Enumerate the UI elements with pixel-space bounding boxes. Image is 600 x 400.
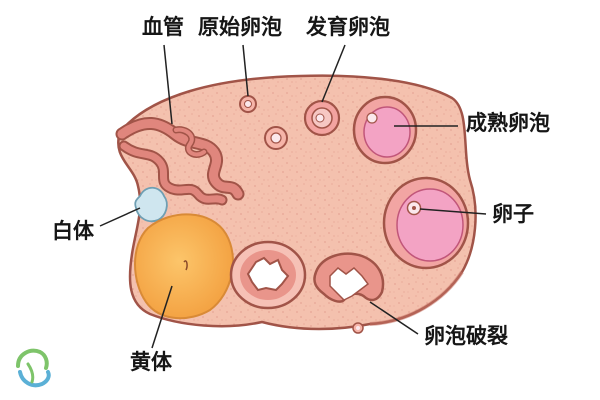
label-mature-follicle: 成熟卵泡 bbox=[466, 111, 550, 135]
label-follicle-rupture: 卵泡破裂 bbox=[424, 324, 508, 348]
corpus-albicans bbox=[134, 186, 168, 223]
label-primordial-follicle: 原始卵泡 bbox=[198, 15, 282, 39]
rupturing-follicle bbox=[313, 252, 385, 303]
leader-lines bbox=[99, 44, 487, 349]
logo-icon bbox=[16, 348, 51, 388]
label-developing-follicle: 发育卵泡 bbox=[306, 15, 390, 39]
blood-vessel bbox=[115, 117, 245, 206]
corpus-luteum bbox=[134, 213, 234, 320]
developing-follicle bbox=[303, 99, 341, 137]
label-ovum: 卵子 bbox=[492, 202, 534, 226]
label-blood-vessel: 血管 bbox=[142, 15, 184, 39]
mature-follicle bbox=[352, 95, 418, 165]
label-corpus-luteum: 黄体 bbox=[130, 350, 172, 374]
ruptured-follicle-remnant bbox=[229, 240, 307, 310]
label-corpus-albicans: 白体 bbox=[52, 219, 94, 243]
large-follicle bbox=[382, 176, 470, 270]
